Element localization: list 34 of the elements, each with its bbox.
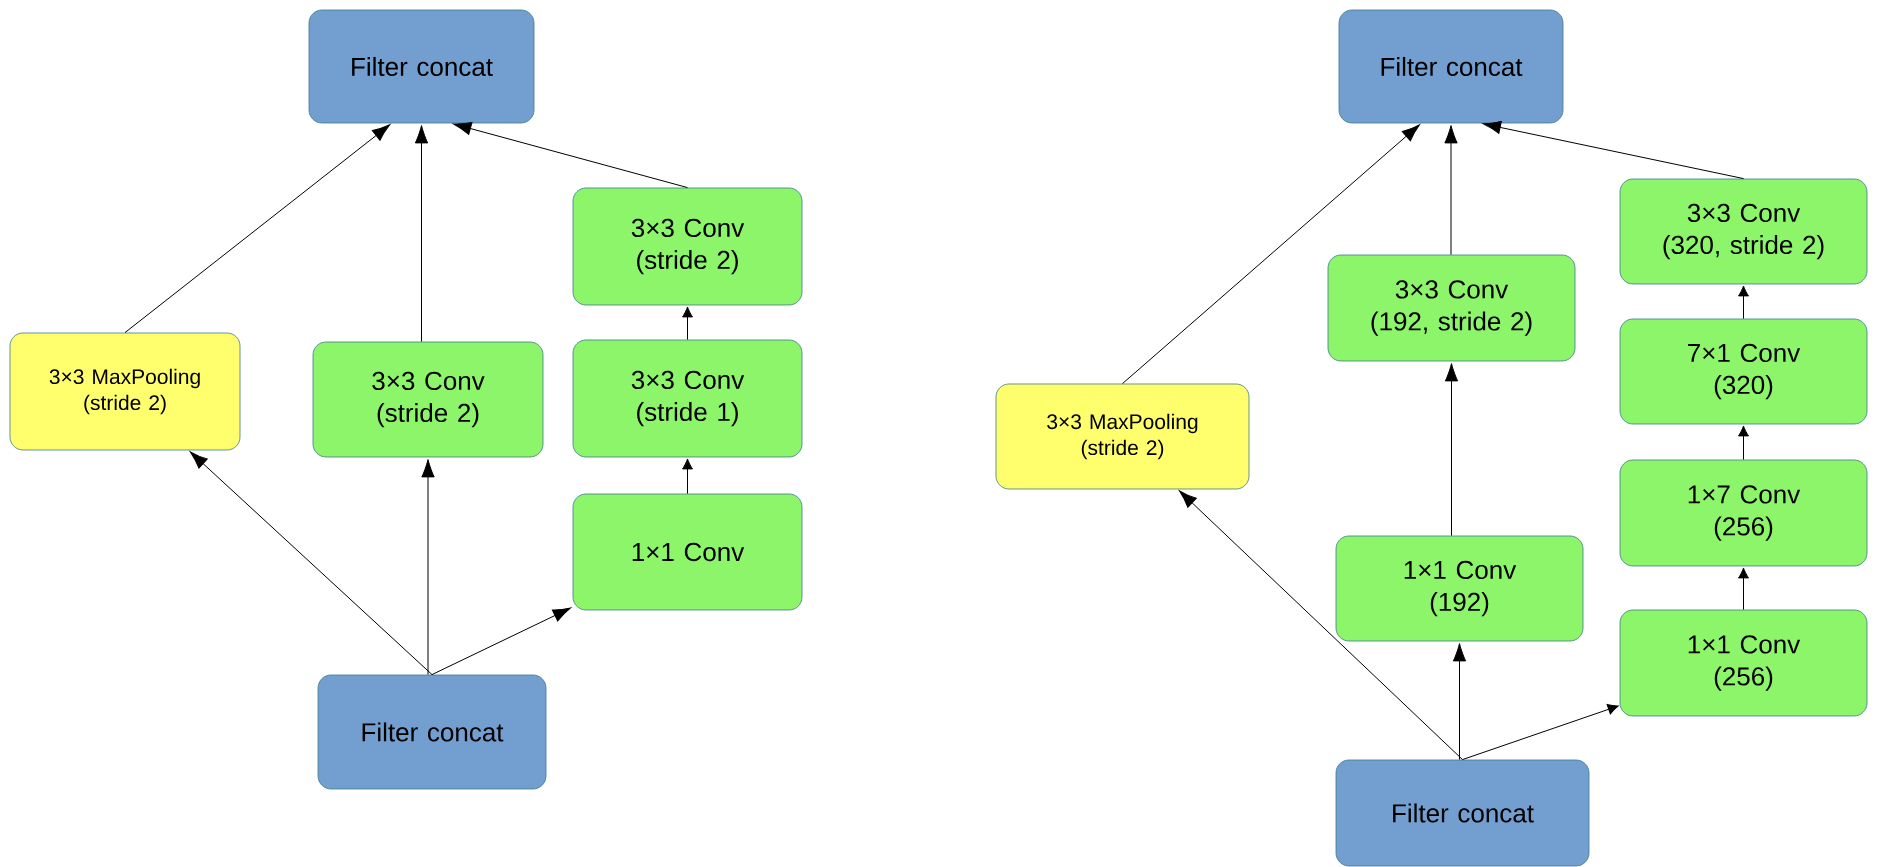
arrow: [124, 124, 391, 334]
conv-box: 3×3 Conv (stride 2): [312, 341, 544, 458]
concat-box: Filter concat: [1335, 759, 1590, 867]
concat-box: Filter concat: [1338, 9, 1564, 124]
arrow: [453, 122, 688, 189]
conv-box: 3×3 Conv (stride 1): [572, 339, 803, 458]
pooling-box: 3×3 MaxPooling (stride 2): [995, 383, 1250, 490]
conv-box: 7×1 Conv (320): [1619, 318, 1868, 425]
conv-box: 1×7 Conv (256): [1619, 459, 1868, 567]
arrow: [1179, 490, 1463, 761]
arrow: [414, 125, 429, 343]
arrow: [1738, 285, 1749, 320]
arrow: [1122, 124, 1420, 385]
pooling-box: 3×3 MaxPooling (stride 2): [9, 332, 241, 451]
arrow: [682, 306, 693, 341]
conv-box: 3×3 Conv (stride 2): [572, 187, 803, 306]
arrow: [1444, 125, 1458, 256]
arrow: [189, 451, 433, 676]
arrow: [682, 458, 693, 495]
arrow: [1738, 425, 1749, 461]
arrow: [1738, 567, 1749, 611]
conv-box: 3×3 Conv (320, stride 2): [1619, 178, 1868, 285]
arrow: [1462, 704, 1619, 761]
arrow: [1444, 363, 1459, 537]
arrow: [1452, 643, 1467, 761]
conv-box: 1×1 Conv: [572, 493, 803, 611]
conv-box: 1×1 Conv (192): [1335, 535, 1584, 642]
conv-box: 3×3 Conv (192, stride 2): [1327, 254, 1576, 362]
arrow: [431, 607, 572, 676]
concat-box: Filter concat: [308, 9, 535, 124]
arrow: [1482, 120, 1744, 180]
concat-box: Filter concat: [317, 674, 547, 790]
conv-box: 1×1 Conv (256): [1619, 609, 1868, 717]
arrow: [421, 459, 435, 676]
